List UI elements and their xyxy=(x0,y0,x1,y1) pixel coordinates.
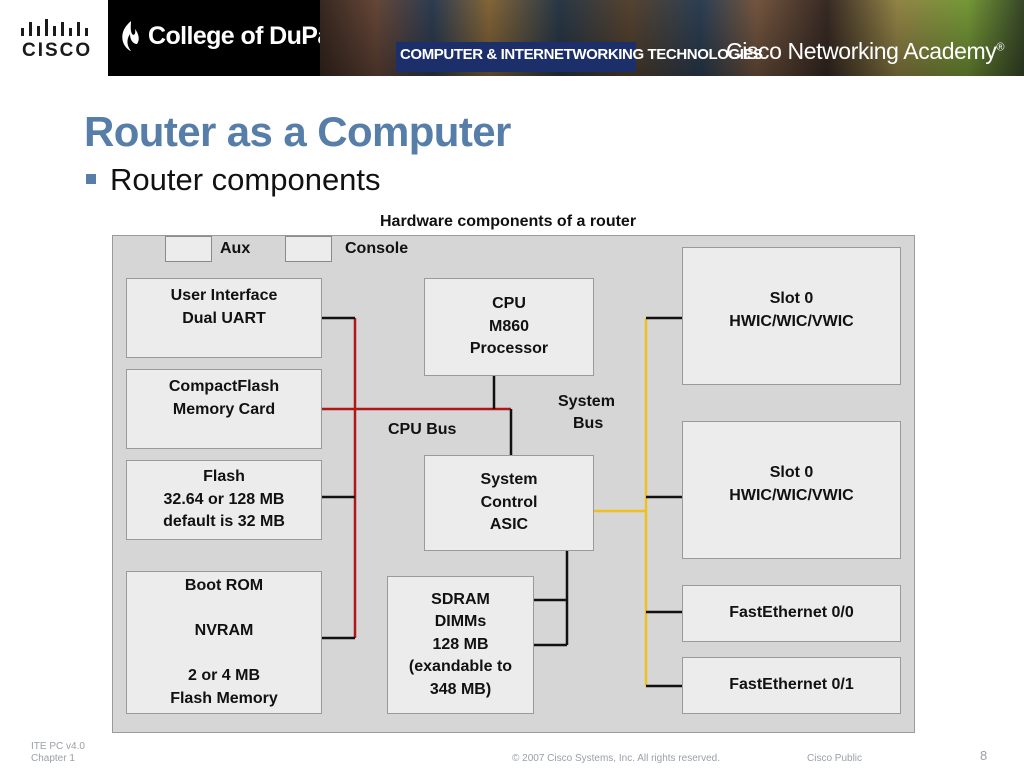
aux-port xyxy=(165,236,212,262)
academy-name: Cisco Networking Academy® xyxy=(726,38,1005,64)
system-bus-line xyxy=(594,318,648,686)
system-control-asic-block: System Control ASIC xyxy=(424,455,594,551)
fastethernet-0-0-block: FastEthernet 0/0 xyxy=(682,585,901,642)
flash-block: Flash 32.64 or 128 MB default is 32 MB xyxy=(126,460,322,540)
component-links xyxy=(322,316,569,647)
bullet-icon xyxy=(86,174,96,184)
footer-chapter: Chapter 1 xyxy=(31,753,75,764)
cpu-bus-line xyxy=(322,318,511,638)
compactflash-block: CompactFlash Memory Card xyxy=(126,369,322,449)
footer-version: ITE PC v4.0 xyxy=(31,741,85,752)
footer-copyright: © 2007 Cisco Systems, Inc. All rights re… xyxy=(512,753,721,764)
registered-mark: ® xyxy=(996,41,1005,54)
cisco-logo: CISCO xyxy=(0,0,108,76)
cpu-block: CPU M860 Processor xyxy=(424,278,594,376)
slot-links xyxy=(646,316,682,688)
boot-rom-block: Boot ROM NVRAM 2 or 4 MB Flash Memory xyxy=(126,571,322,714)
system-bus-label-2: Bus xyxy=(573,415,604,432)
slide-title: Router as a Computer xyxy=(84,108,511,155)
footer-classification: Cisco Public xyxy=(807,753,863,764)
cpu-bus-label: CPU Bus xyxy=(388,421,457,438)
college-flame-icon xyxy=(122,21,139,51)
bullet-text: Router components xyxy=(110,162,381,197)
slot0-block-2: Slot 0 HWIC/WIC/VWIC xyxy=(682,421,901,559)
fastethernet-0-1-block: FastEthernet 0/1 xyxy=(682,657,901,714)
system-bus-label-1: System xyxy=(558,393,615,410)
aux-label: Aux xyxy=(220,240,251,257)
program-name: COMPUTER & INTERNETWORKING TECHNOLOGIES xyxy=(400,46,763,63)
cisco-wordmark: CISCO xyxy=(22,40,93,61)
program-banner xyxy=(396,42,636,72)
page-number: 8 xyxy=(980,748,988,763)
header-banner: CISCO College of DuPage COMPUTER & INTER… xyxy=(0,0,1024,76)
console-label: Console xyxy=(345,240,409,257)
user-interface-block: User Interface Dual UART xyxy=(126,278,322,358)
sdram-block: SDRAM DIMMs 128 MB (exandable to 348 MB) xyxy=(387,576,534,714)
diagram-caption: Hardware components of a router xyxy=(380,213,637,230)
cisco-bars-icon xyxy=(21,19,88,36)
slot0-block-1: Slot 0 HWIC/WIC/VWIC xyxy=(682,247,901,385)
console-port xyxy=(285,236,332,262)
